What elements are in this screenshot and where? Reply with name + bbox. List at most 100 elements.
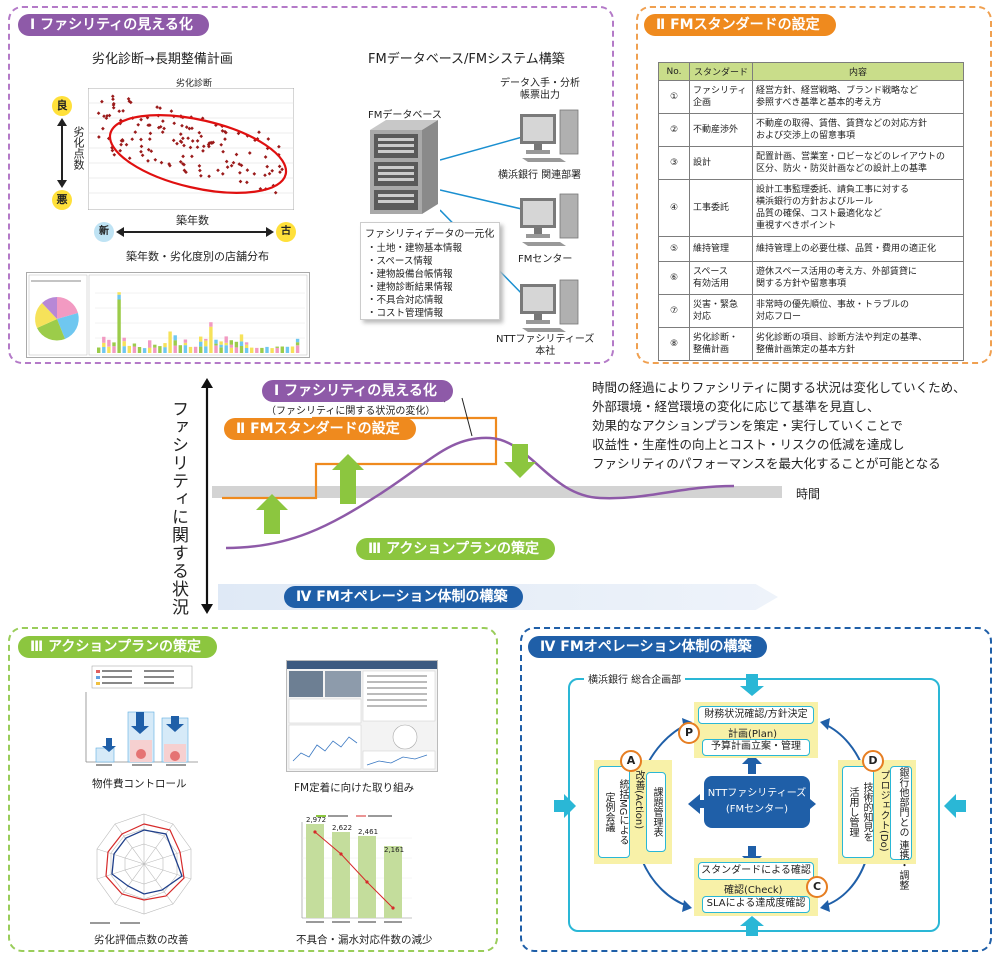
thumb-bar bbox=[173, 335, 177, 341]
scatter-point bbox=[234, 152, 239, 157]
good-badge: 良 bbox=[52, 96, 72, 116]
thumb-bar bbox=[183, 339, 188, 343]
server-icon bbox=[370, 120, 438, 214]
scatter-point bbox=[216, 168, 220, 173]
thumb-bar bbox=[224, 342, 228, 346]
pc-icon-2 bbox=[520, 193, 579, 246]
pc-icon-3 bbox=[520, 279, 579, 332]
scatter-point bbox=[155, 105, 159, 109]
scatter-point bbox=[167, 162, 171, 166]
do-label: プロジェクト(Do) bbox=[878, 770, 889, 852]
thumb-bar bbox=[214, 339, 218, 344]
scatter-y-axis: 劣化点数 bbox=[72, 126, 85, 170]
thumb-bar bbox=[250, 347, 254, 353]
scatter-point bbox=[184, 170, 188, 175]
thumb-bar bbox=[204, 338, 208, 341]
scatter-point bbox=[97, 135, 101, 139]
unify-item: ・スペース情報 bbox=[367, 256, 433, 267]
scatter-point bbox=[107, 113, 112, 118]
check-bottom-box: SLAによる達成度確認 bbox=[702, 896, 810, 913]
fm-screenshot-graphic bbox=[287, 661, 437, 770]
thumb-bar bbox=[168, 331, 172, 353]
table-cell-desc: 非常時の優先順位、事故・トラブルの 対応フロー bbox=[752, 294, 964, 328]
horizontal-arrow bbox=[116, 227, 274, 237]
thumb-bar bbox=[229, 340, 233, 345]
thumb-bar bbox=[265, 346, 269, 353]
thumb-bar bbox=[112, 342, 116, 347]
thumb-bar bbox=[295, 342, 300, 346]
statement: 時間の経過によりファシリティに関する状況は変化していくため、外部環境・経営環境の… bbox=[592, 378, 966, 473]
thumb-bar bbox=[117, 294, 121, 300]
fm-screenshot bbox=[286, 660, 438, 772]
check-label: 確認(Check) bbox=[724, 885, 783, 896]
thumb-bar bbox=[290, 346, 295, 353]
scatter-point bbox=[136, 122, 141, 127]
table-cell-no: ⑤ bbox=[658, 236, 690, 262]
plan-badge: P bbox=[678, 722, 700, 744]
thumb-bar bbox=[193, 346, 198, 353]
thumb-bar bbox=[244, 342, 249, 345]
table-cell-desc: 遊休スペース活用の考え方、外部賃貸に 関する方針や留意事項 bbox=[752, 261, 964, 295]
scatter-point bbox=[223, 137, 227, 141]
table-cell-desc: 劣化診断の項目、診断方法や判定の基準、 整備計画策定の基本方針 bbox=[752, 327, 964, 361]
thumb-bar bbox=[244, 344, 249, 348]
scatter-point bbox=[197, 130, 202, 135]
dashboard-thumb-graphic bbox=[28, 274, 308, 356]
statement-line: 時間の経過によりファシリティに関する状況は変化していくため、 bbox=[592, 380, 966, 395]
panel4-title: Ⅳ FMオペレーション体制の構築 bbox=[528, 636, 768, 658]
scatter-point bbox=[188, 145, 193, 150]
thumb-bar bbox=[209, 326, 213, 353]
scatter-point bbox=[181, 154, 185, 159]
statement-line: 収益性・生産性の向上とコスト・リスクの低減を達成し bbox=[592, 437, 905, 452]
thumb-bar bbox=[219, 347, 223, 353]
scatter-point bbox=[238, 179, 243, 184]
thumb-bar bbox=[163, 343, 167, 348]
col-standard: スタンダード bbox=[689, 62, 753, 81]
scatter-point bbox=[270, 168, 275, 173]
radar-chart bbox=[90, 813, 192, 924]
thumb-bar bbox=[229, 347, 233, 353]
scatter-point bbox=[277, 144, 281, 149]
statement-line: 外部環境・経営環境の変化に応じて基準を見直し、 bbox=[592, 399, 880, 414]
thumb-bar bbox=[132, 343, 137, 347]
unify-item: ・建物設備台帳情報 bbox=[367, 269, 453, 280]
table-cell-no: ⑥ bbox=[658, 261, 690, 295]
thumb-bar bbox=[199, 341, 203, 347]
thumb-bar bbox=[178, 345, 182, 353]
panel2-title: Ⅱ FMスタンダードの設定 bbox=[644, 14, 836, 36]
thumb-bar bbox=[239, 341, 244, 346]
thumb-bar bbox=[148, 340, 152, 348]
table-cell-desc: 設計工事監理委託、請負工事に対する 横浜銀行の方針およびルール 品質の確保、コス… bbox=[752, 179, 964, 237]
status-axis bbox=[201, 378, 213, 614]
thumb-bar bbox=[102, 342, 106, 347]
bar-label-2: 2,622 bbox=[332, 824, 353, 832]
thumb-bar bbox=[295, 338, 300, 343]
statement-line: ファシリティのパフォーマンスを最大化することが可能となる bbox=[592, 456, 941, 471]
thumb-bar bbox=[199, 346, 203, 353]
table-cell-cat: 工事委託 bbox=[689, 179, 753, 237]
thumb-bar bbox=[132, 346, 137, 353]
label-operation: Ⅳ FMオペレーション体制の構築 bbox=[284, 586, 524, 608]
table-cell-cat: 災害・緊急 対応 bbox=[689, 294, 753, 328]
table-cell-desc: 配置計画、営業室・ロビーなどのレイアウトの 区分、防火・防災計画などの設計上の基… bbox=[752, 146, 964, 180]
scatter-point bbox=[121, 109, 125, 113]
thumb-bar bbox=[122, 341, 126, 347]
scatter-point bbox=[153, 157, 158, 162]
thumb-bar bbox=[270, 348, 274, 353]
table-cell-no: ① bbox=[658, 80, 690, 114]
action-label: 改善(Action) bbox=[633, 770, 644, 830]
scatter-point bbox=[221, 149, 225, 154]
thumb-bar bbox=[204, 346, 208, 353]
label-action: Ⅲ アクションプランの策定 bbox=[356, 538, 555, 560]
check-badge: C bbox=[806, 876, 828, 898]
center-box: NTTファシリティーズ (FMセンター) bbox=[704, 776, 810, 828]
scatter-point bbox=[267, 171, 272, 176]
thumb-bar bbox=[224, 336, 228, 343]
bar-label-4: 2,161 bbox=[384, 846, 405, 854]
panel1-sub-left: 劣化診断→長期整備計画 bbox=[92, 52, 233, 67]
scatter-point bbox=[112, 152, 117, 157]
panel-visualization bbox=[8, 6, 614, 364]
